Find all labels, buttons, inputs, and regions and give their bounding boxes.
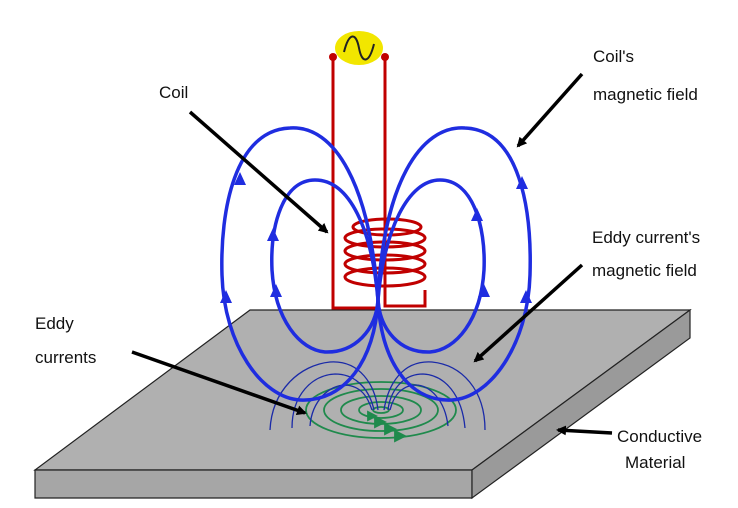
field-loop-right-outer — [376, 126, 532, 402]
eddy-currents — [305, 381, 457, 443]
coil-field-label-line2: magnetic field — [593, 85, 698, 104]
coil-magnetic-field — [220, 126, 532, 402]
eddy-field-label-line1: Eddy current's — [592, 228, 700, 247]
coil-field-label-line1: Coil's — [593, 47, 634, 66]
eddy-currents-pointer-arrow — [131, 350, 307, 416]
material-pointer-arrow — [556, 425, 613, 436]
field-loop-left-inner — [270, 178, 380, 354]
eddy-currents-label-line2: currents — [35, 348, 96, 367]
eddy-arrow-1 — [394, 429, 408, 443]
eddy-arrow-3 — [374, 415, 388, 429]
eddy-ring-5 — [372, 406, 390, 414]
eddy-currents-label-line1: Eddy — [35, 314, 74, 333]
eddy-field-pointer-arrow — [473, 263, 584, 363]
field-loop-right-inner — [376, 178, 486, 354]
material-label-line2: Material — [625, 453, 685, 472]
coil-field-pointer-arrow — [516, 72, 584, 148]
left-terminal — [329, 53, 337, 61]
coil-pointer-arrow — [188, 110, 329, 234]
eddy-ring-2 — [323, 388, 439, 432]
eddy-field-label-line2: magnetic field — [592, 261, 697, 280]
plate-right-face — [471, 308, 691, 500]
right-terminal — [381, 53, 389, 61]
eddy-arrow-4 — [367, 410, 379, 422]
coil-leads — [329, 53, 427, 310]
coil-right-lead — [383, 57, 427, 308]
material-label-line1: Conductive — [617, 427, 702, 446]
coil-left-lead — [331, 57, 378, 310]
plate-front-face — [34, 469, 473, 499]
coil-label: Coil — [159, 83, 188, 102]
field-loop-left-outer — [220, 126, 380, 402]
eddy-arrow-2 — [384, 422, 398, 436]
ac-source-icon — [335, 31, 383, 65]
pointer-arrows — [131, 72, 613, 436]
eddy-ring-4 — [358, 401, 404, 419]
